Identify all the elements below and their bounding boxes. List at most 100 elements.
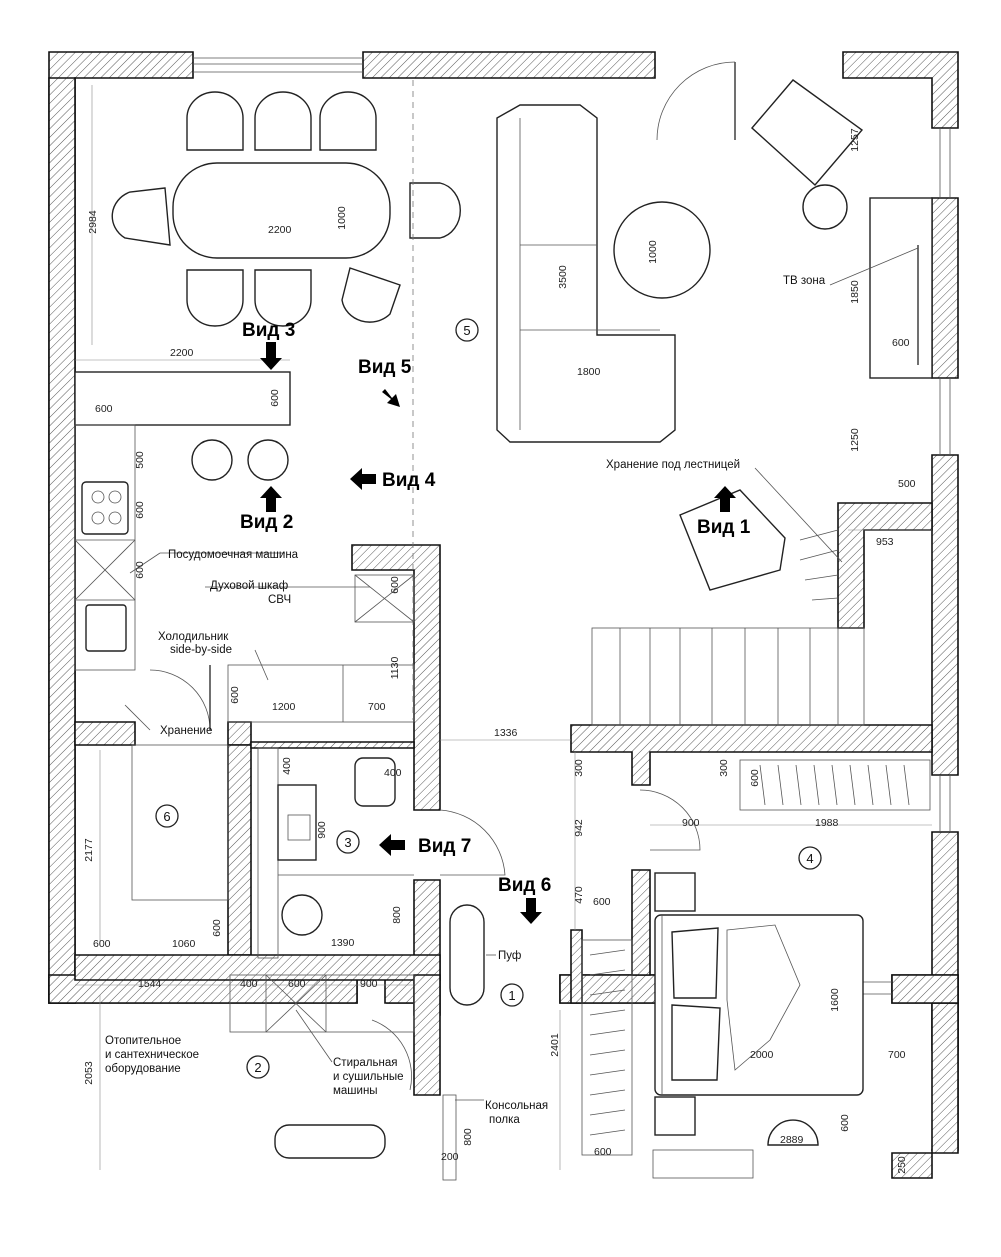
- room-2-number: 2: [254, 1060, 261, 1075]
- bathroom: [257, 747, 506, 959]
- armchair-top: [751, 79, 864, 230]
- entry-door: [656, 61, 736, 141]
- view-labels: Вид 3 Вид 5 Вид 4 Вид 2 Вид 1 Вид 7 Вид …: [240, 320, 751, 896]
- dimension-label: 700: [888, 1049, 906, 1061]
- interior-walls: [74, 502, 933, 1096]
- tv-zone-label: ТВ зона: [783, 275, 826, 287]
- dimension-label: 500: [898, 478, 916, 490]
- heating-label-1: Отопительное: [105, 1035, 181, 1047]
- dimension-label: 250: [896, 1156, 908, 1174]
- dimension-label: 1257: [849, 128, 861, 152]
- dimension-label: 600: [229, 686, 241, 704]
- dimension-label: 2401: [549, 1033, 561, 1057]
- storage-room: [131, 665, 229, 901]
- dimension-label: 900: [316, 821, 328, 839]
- room-markers: [155, 318, 822, 1079]
- dimension-label: 400: [281, 757, 293, 775]
- dimension-label: 600: [93, 938, 111, 950]
- dimension-label: 600: [594, 1146, 612, 1158]
- dimension-label: 2053: [83, 1061, 95, 1085]
- view-6-label: Вид 6: [498, 875, 551, 896]
- dimension-label: 1390: [331, 937, 355, 949]
- dimension-label: 600: [839, 1114, 851, 1132]
- view-4-label: Вид 4: [382, 470, 436, 491]
- dimension-label: 300: [573, 759, 585, 777]
- dimension-label: 1544: [138, 978, 162, 990]
- heating-label-3: оборудование: [105, 1063, 181, 1075]
- dimension-label: 1336: [494, 727, 518, 739]
- sofa: [496, 104, 676, 443]
- console-label-1: Консольная: [485, 1100, 548, 1112]
- dimension-label: 300: [718, 759, 730, 777]
- dimension-label: 800: [391, 906, 403, 924]
- dishwasher-label: Посудомоечная машина: [168, 549, 299, 561]
- tv-unit: [869, 197, 933, 379]
- dimension-label: 900: [360, 978, 378, 990]
- dimension-label: 600: [288, 978, 306, 990]
- washer-label-3: машины: [333, 1085, 378, 1097]
- stair-storage-label: Хранение под лестницей: [606, 459, 740, 471]
- dimension-label: 470: [573, 886, 585, 904]
- view-3-label: Вид 3: [242, 320, 295, 341]
- dimension-label: 1250: [849, 428, 861, 452]
- dimension-label: 2000: [750, 1049, 774, 1061]
- dimension-label: 953: [876, 536, 894, 548]
- dimension-label: 600: [389, 576, 401, 594]
- pouf-label: Пуф: [498, 950, 521, 962]
- dimension-lines: [75, 85, 932, 1170]
- dimension-label: 600: [95, 403, 113, 415]
- dimension-label: 1130: [389, 657, 401, 680]
- dimension-label: 200: [441, 1151, 459, 1163]
- hall: [442, 904, 485, 1181]
- dimension-label: 2984: [87, 210, 99, 234]
- room-6-number: 6: [163, 809, 170, 824]
- dimension-label: 600: [211, 919, 223, 937]
- dimension-label: 1000: [336, 206, 348, 230]
- view-5-label: Вид 5: [358, 357, 412, 378]
- dimension-label: 1000: [647, 240, 659, 264]
- dimension-label: 1850: [849, 280, 861, 304]
- view4-arrow-icon: [350, 468, 376, 490]
- dimension-label: 900: [682, 817, 700, 829]
- view-2-label: Вид 2: [240, 512, 293, 533]
- view5-arrow-icon: [382, 389, 400, 407]
- stairs: [591, 529, 865, 726]
- dimension-label: 400: [240, 978, 258, 990]
- microwave-label: СВЧ: [268, 594, 291, 606]
- console-label-2: полка: [489, 1114, 520, 1126]
- dimension-label: 600: [892, 337, 910, 349]
- annotations: ТВ зона Хранение под лестницей Посудомое…: [105, 275, 826, 1126]
- dimension-label: 3500: [557, 265, 569, 289]
- dimension-label: 700: [368, 701, 386, 713]
- armchair-lower: [679, 489, 786, 591]
- view-7-label: Вид 7: [418, 836, 471, 857]
- storage-label: Хранение: [160, 725, 212, 737]
- leader-lines: [124, 247, 919, 1101]
- dimension-label: 1988: [815, 817, 839, 829]
- dimension-label: 2177: [83, 838, 95, 862]
- room-4-number: 4: [806, 851, 813, 866]
- dimension-label: 500: [134, 451, 146, 469]
- utility-room: [229, 974, 415, 1159]
- view6-arrow-icon: [520, 898, 542, 924]
- view2-arrow-icon: [260, 486, 282, 512]
- room-1-number: 1: [508, 988, 515, 1003]
- room-3-number: 3: [344, 835, 351, 850]
- dimension-label: 1800: [577, 366, 601, 378]
- dimension-label: 600: [269, 389, 281, 407]
- dimension-label: 2200: [268, 224, 292, 236]
- dimension-label: 1600: [829, 988, 841, 1012]
- bedroom: [581, 759, 931, 1179]
- fridge-label: Холодильник: [158, 631, 229, 643]
- dimension-label: 600: [134, 501, 146, 519]
- kitchen: [74, 371, 415, 723]
- view7-arrow-icon: [379, 834, 405, 856]
- dimension-label: 1200: [272, 701, 296, 713]
- dimension-label: 942: [573, 819, 585, 837]
- room-numbers: 5 6 3 4 1 2: [163, 323, 813, 1075]
- room-5-number: 5: [463, 323, 470, 338]
- view-arrows: [260, 342, 736, 924]
- oven-label: Духовой шкаф: [210, 580, 288, 592]
- dimension-label: 800: [462, 1128, 474, 1146]
